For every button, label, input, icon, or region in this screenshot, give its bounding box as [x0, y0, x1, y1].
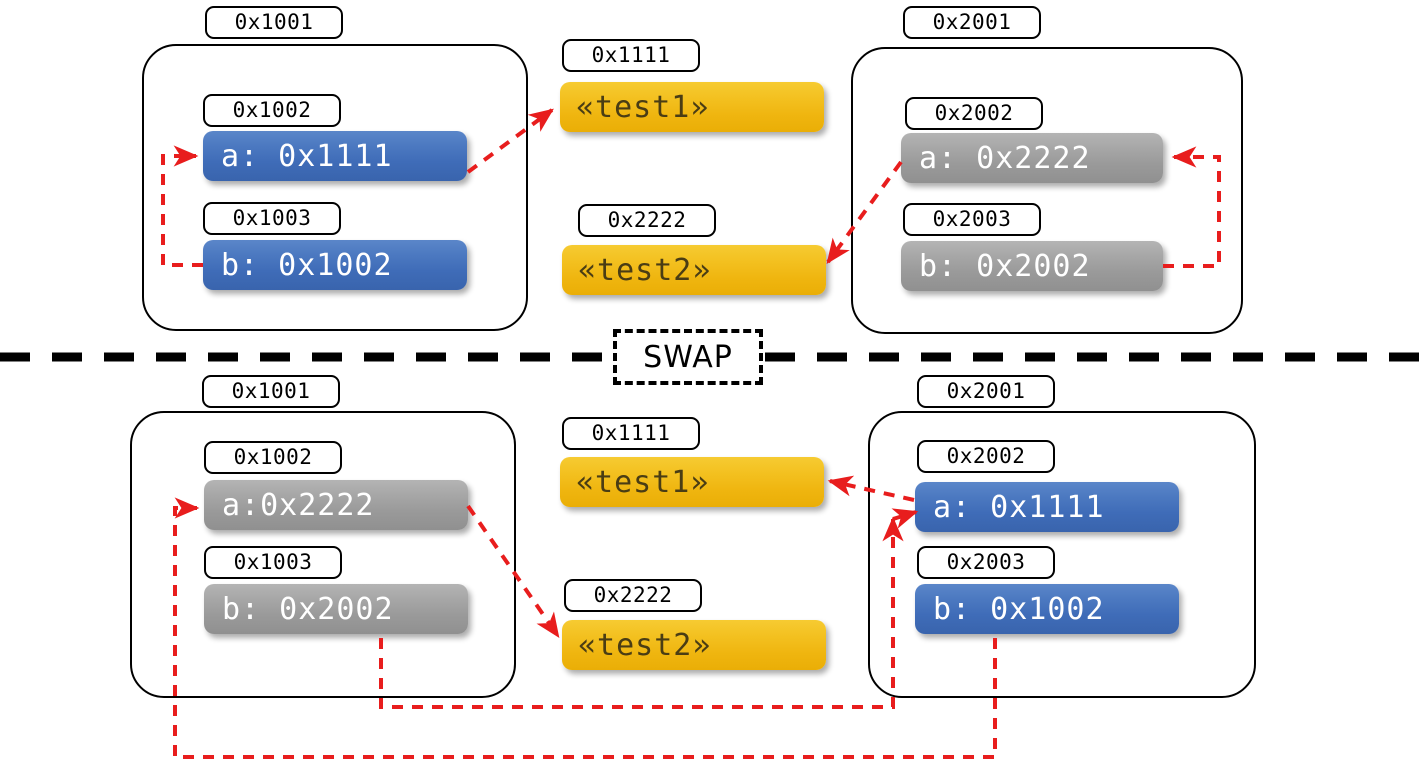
before-left-slot1-address: 0x1003 — [203, 202, 341, 235]
after-right-slot1-address: 0x2003 — [917, 546, 1055, 579]
after-left-slot1-cell: b: 0x2002 — [204, 584, 468, 634]
after-right-frame-address: 0x2001 — [917, 375, 1055, 408]
before-right-slot0-address: 0x2002 — [905, 97, 1043, 130]
after-right-slot1-cell: b: 0x1002 — [915, 584, 1179, 634]
before-left-slot1-cell: b: 0x1002 — [203, 240, 467, 290]
after-left-slot0-cell: a:0x2222 — [204, 480, 468, 530]
after-object1-address: 0x2222 — [564, 579, 702, 612]
after-right-slot0-cell: a: 0x1111 — [915, 482, 1179, 532]
before-left-frame-address: 0x1001 — [205, 6, 343, 39]
before-left-slot0-cell: a: 0x1111 — [203, 131, 467, 181]
before-object0-address: 0x1111 — [562, 39, 700, 72]
before-right-slot1-address: 0x2003 — [903, 203, 1041, 236]
after-left-slot0-address: 0x1002 — [204, 441, 342, 474]
after-object0-cell: «test1» — [560, 457, 824, 507]
before-right-slot0-cell: a: 0x2222 — [901, 133, 1163, 183]
swap-divider-label: SWAP — [613, 329, 763, 385]
after-left-slot1-address: 0x1003 — [204, 546, 342, 579]
before-right-slot1-cell: b: 0x2002 — [901, 241, 1163, 291]
before-object1-cell: «test2» — [562, 245, 826, 295]
before-right-frame-address: 0x2001 — [903, 6, 1041, 39]
before-object0-cell: «test1» — [560, 82, 824, 132]
after-object1-cell: «test2» — [562, 620, 826, 670]
before-left-slot0-address: 0x1002 — [203, 94, 341, 127]
after-left-frame-address: 0x1001 — [202, 375, 340, 408]
after-right-slot0-address: 0x2002 — [917, 440, 1055, 473]
before-object1-address: 0x2222 — [578, 204, 716, 237]
after-object0-address: 0x1111 — [562, 417, 700, 450]
